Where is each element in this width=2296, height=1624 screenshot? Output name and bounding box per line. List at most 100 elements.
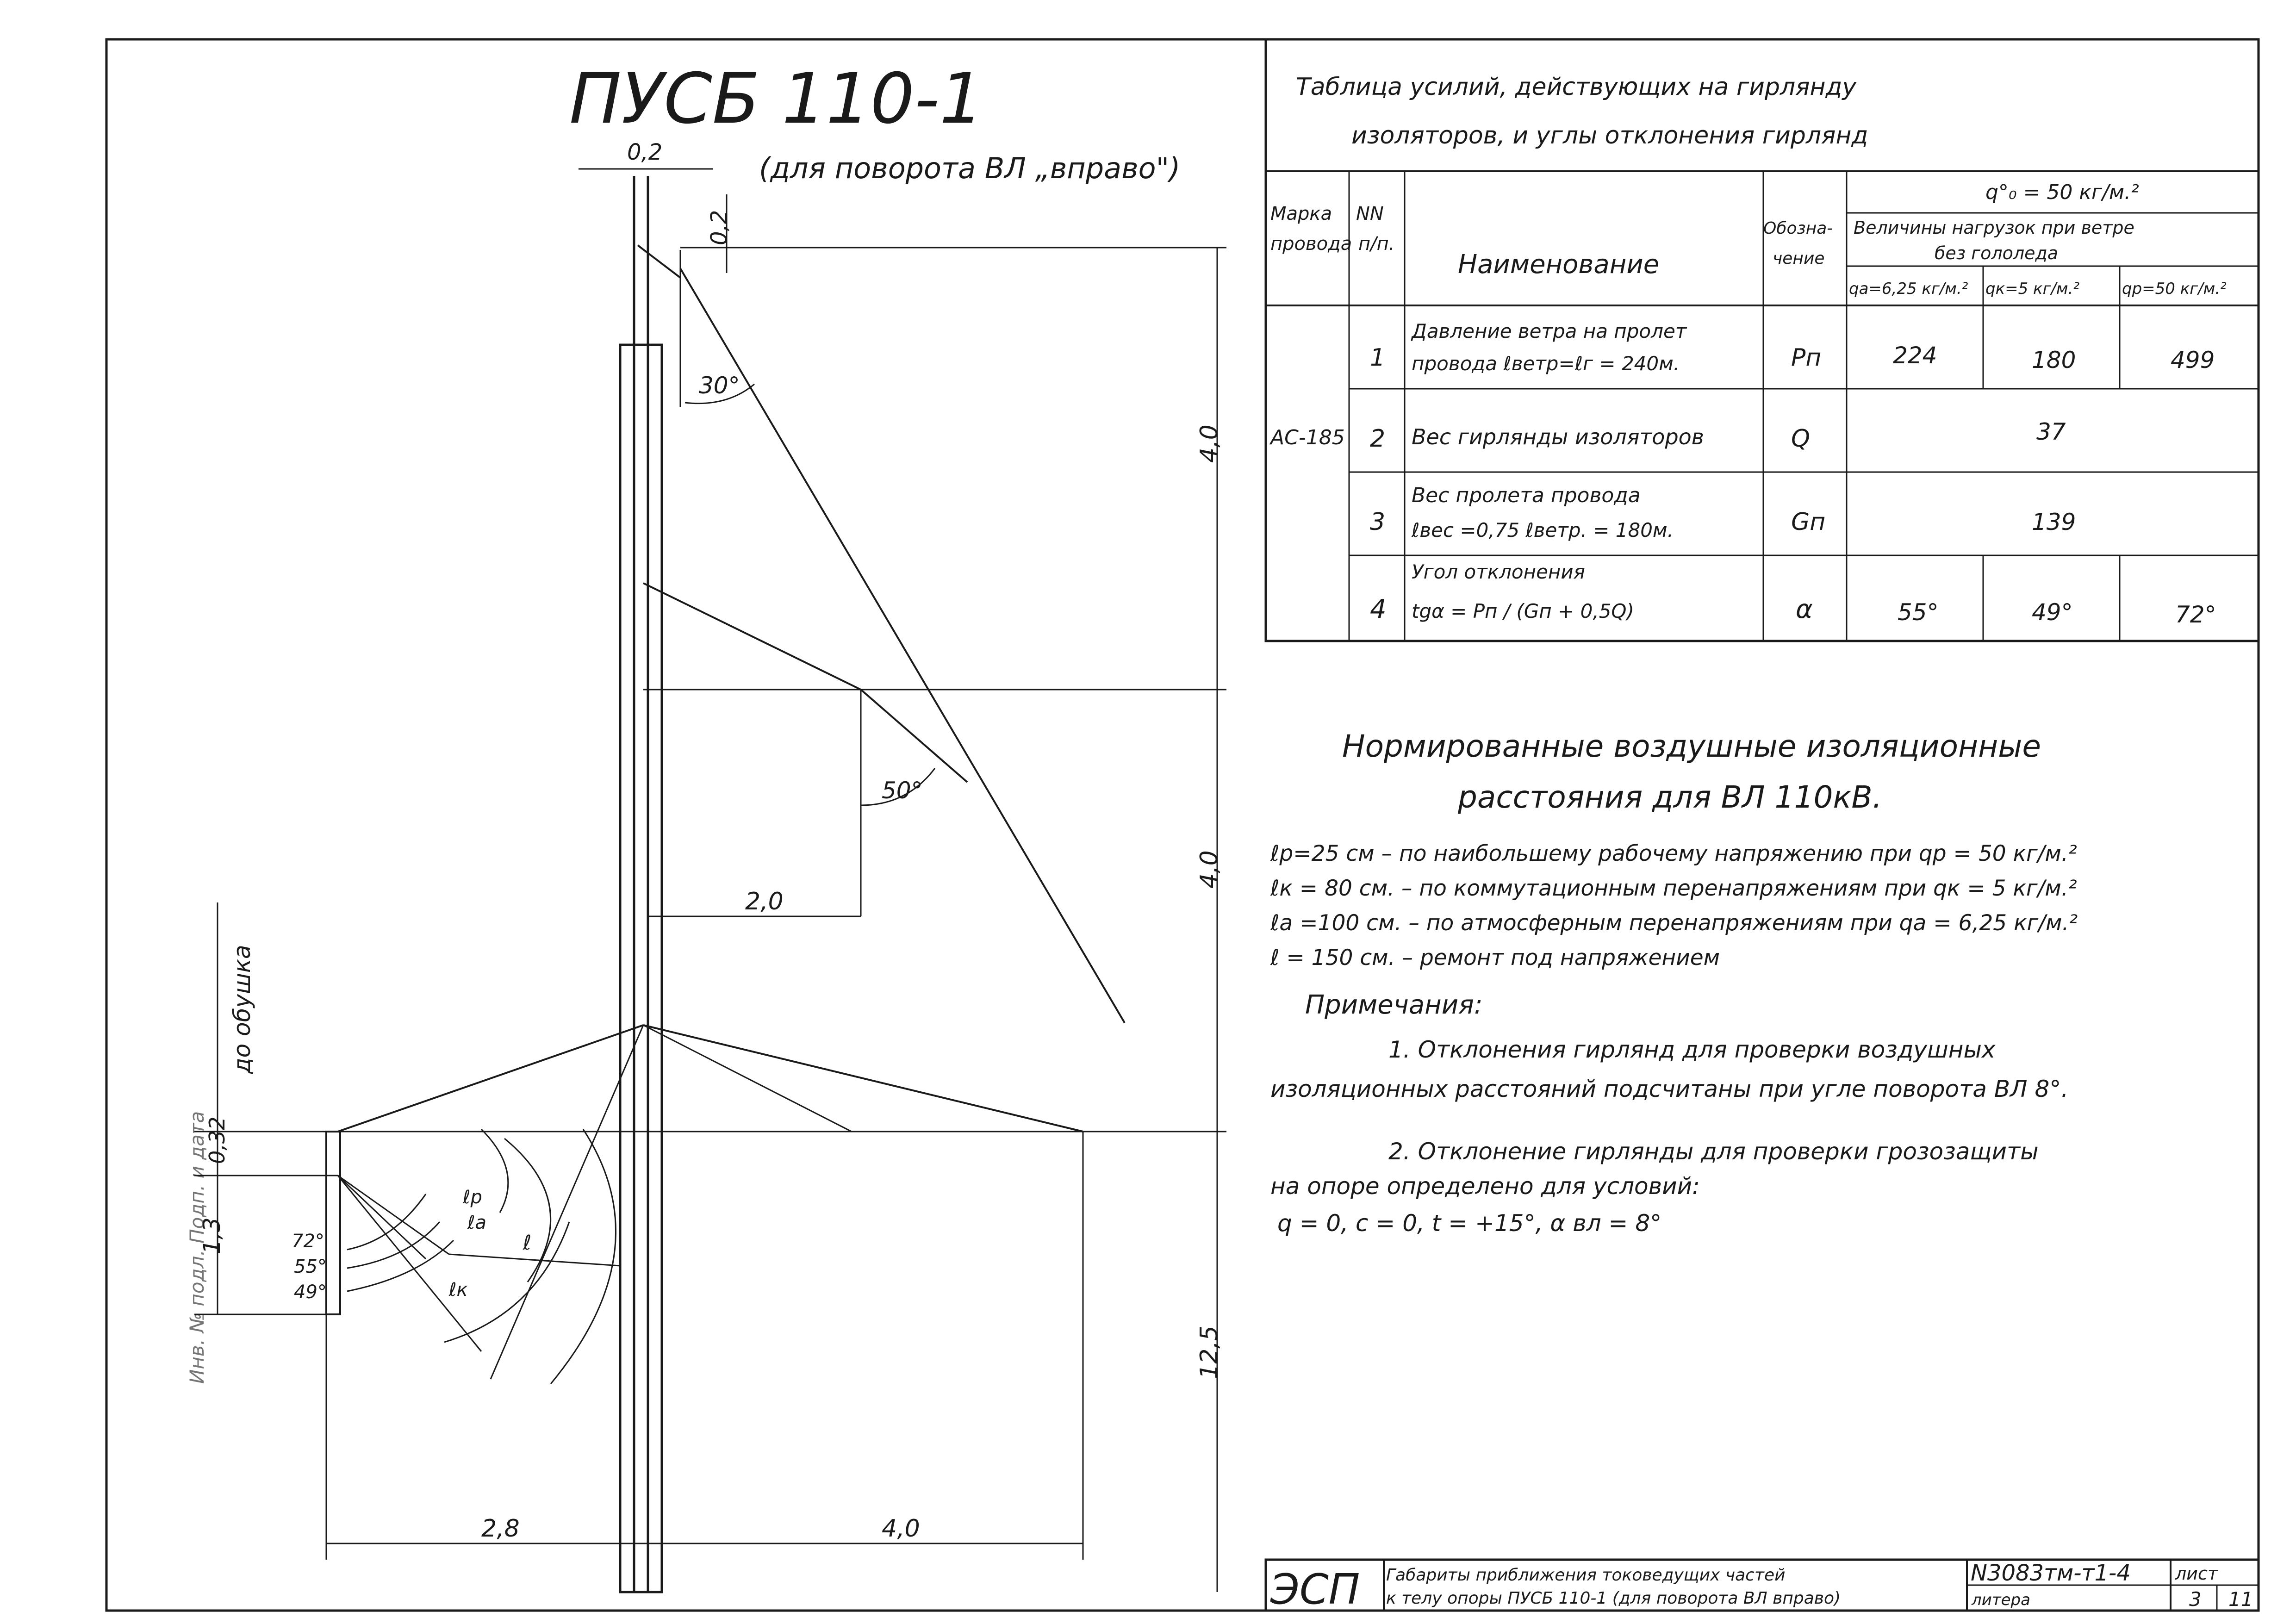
note1-line1: 1. Отклонения гирлянд для проверки возду… bbox=[1388, 1036, 1996, 1063]
arc-72 bbox=[347, 1194, 427, 1251]
note2-line3: q = 0, c = 0, t = +15°, α вл = 8° bbox=[1277, 1210, 1661, 1237]
row3-val: 139 bbox=[2032, 509, 2076, 535]
arc-49 bbox=[347, 1239, 454, 1292]
header-loads-2: без гололеда bbox=[1935, 243, 2058, 263]
drawing-subtitle: (для поворота ВЛ „вправо") bbox=[759, 151, 1180, 185]
mount-block bbox=[325, 1131, 341, 1315]
angle-50-label: 50° bbox=[882, 777, 923, 804]
header-designation-1: Обозна- bbox=[1763, 219, 1833, 238]
header-qa: qa=6,25 кг/м.² bbox=[1849, 280, 1968, 298]
row4-val-qp: 72° bbox=[2175, 601, 2216, 628]
angle-30-label: 30° bbox=[699, 372, 740, 399]
row1-name-1: Давление ветра на пролет bbox=[1411, 320, 1687, 342]
radius-p-label: ℓp bbox=[462, 1187, 482, 1208]
header-num-2: п/п. bbox=[1358, 233, 1395, 255]
protection-line-30 bbox=[679, 268, 1126, 1024]
radius-l-arc bbox=[550, 1129, 616, 1384]
string-72 bbox=[337, 1175, 449, 1255]
tb-org: ЭСП bbox=[1270, 1565, 1360, 1614]
lightning-line-lower bbox=[490, 1025, 644, 1380]
clearance-line-3: ℓа =100 см. – по атмосферным перенапряже… bbox=[1270, 910, 2078, 936]
pole-shaft bbox=[619, 343, 663, 1593]
row1-sym: Pп bbox=[1791, 344, 1821, 372]
clearance-line-2: ℓк = 80 см. – по коммутационным перенапр… bbox=[1270, 876, 2077, 901]
string-49 bbox=[337, 1175, 482, 1352]
row2-sym: Q bbox=[1791, 425, 1810, 453]
arc-50 bbox=[860, 768, 936, 806]
sheet-frame bbox=[105, 38, 2260, 1612]
dim-4-0-bottom: 4,0 bbox=[882, 1515, 920, 1543]
angle-49: 49° bbox=[294, 1282, 327, 1303]
title-block: ЭСП Габариты приближения токоведущих час… bbox=[1264, 1558, 2260, 1614]
row3-name-2: ℓвес =0,75 ℓветр. = 180м. bbox=[1411, 519, 1674, 541]
row4-num: 4 bbox=[1370, 594, 1387, 624]
table-title-1: Таблица усилий, действующих на гирлянду bbox=[1296, 73, 1857, 101]
row1-val-qk: 180 bbox=[2032, 347, 2076, 373]
lower-arm-brace bbox=[643, 1024, 852, 1132]
lower-arm-right bbox=[643, 1024, 1083, 1132]
tb-litera: литера bbox=[1971, 1591, 2030, 1609]
header-qk: qк=5 кг/м.² bbox=[1985, 280, 2079, 298]
dim-2-0-label: 2,0 bbox=[745, 888, 784, 915]
header-qp: qp=50 кг/м.² bbox=[2122, 280, 2227, 298]
notes-title: Примечания: bbox=[1305, 990, 1483, 1020]
arc-55 bbox=[347, 1221, 441, 1269]
header-name: Наименование bbox=[1458, 249, 1659, 280]
table-title-2: изоляторов, и углы отклонения гирлянд bbox=[1351, 122, 1868, 149]
note2-line1: 2. Отклонение гирлянды для проверки гроз… bbox=[1388, 1138, 2039, 1165]
row4-name-2: tgα = Pп / (Gп + 0,5Q) bbox=[1412, 600, 1634, 622]
lower-arm-left bbox=[337, 1024, 644, 1132]
angle-55: 55° bbox=[294, 1256, 327, 1277]
margin-note: Инв. № подл. Подп. и дата bbox=[186, 1111, 208, 1384]
tb-sheets: 11 bbox=[2228, 1588, 2253, 1611]
clearance-line-4: ℓ = 150 см. – ремонт под напряжением bbox=[1270, 945, 1720, 971]
upper-arm-line bbox=[643, 582, 861, 691]
header-designation-2: чение bbox=[1773, 249, 1825, 268]
radius-k-label: ℓк bbox=[448, 1279, 468, 1300]
tb-sheet-label: лист bbox=[2175, 1563, 2219, 1584]
drawing-title: ПУСБ 110-1 bbox=[569, 59, 983, 139]
wire-mark: АС-185 bbox=[1269, 426, 1345, 449]
dim-4-0-mid: 4,0 bbox=[1195, 850, 1223, 889]
dim-4-0-top: 4,0 bbox=[1195, 424, 1223, 463]
row1-val-qa: 224 bbox=[1893, 342, 1937, 369]
notes-heading-1: Нормированные воздушные изоляционные bbox=[1342, 728, 2041, 764]
ground-wire-mount bbox=[637, 244, 681, 279]
row1-name-2: провода ℓветр=ℓг = 240м. bbox=[1412, 352, 1680, 375]
dim-0-32: 0,32 bbox=[205, 1117, 230, 1164]
to-mount-label: до обушка bbox=[229, 945, 255, 1074]
header-num-1: NN bbox=[1356, 203, 1384, 224]
angle-72: 72° bbox=[292, 1231, 324, 1252]
pole-diagram: ПУСБ 110-1 (для поворота ВЛ „вправо") 0,… bbox=[186, 59, 1226, 1593]
upper-string-line bbox=[860, 689, 968, 783]
radius-l-label: ℓ bbox=[523, 1231, 531, 1255]
row1-num: 1 bbox=[1370, 344, 1385, 372]
table-frame bbox=[1264, 38, 2260, 642]
row4-val-qa: 55° bbox=[1898, 599, 1939, 626]
row4-val-qk: 49° bbox=[2032, 599, 2073, 626]
string-55 bbox=[337, 1175, 427, 1260]
row3-sym: Gп bbox=[1791, 508, 1825, 536]
radius-k-arc bbox=[444, 1221, 570, 1343]
row2-num: 2 bbox=[1370, 425, 1385, 453]
row2-val: 37 bbox=[2036, 418, 2066, 445]
radius-p-arc bbox=[480, 1128, 509, 1213]
arc-30 bbox=[684, 383, 755, 404]
row1-val-qp: 499 bbox=[2171, 347, 2215, 373]
radius-a-label: ℓa bbox=[467, 1212, 486, 1233]
top-offset-dim: 0,2 bbox=[706, 210, 732, 245]
header-loads-1: Величины нагрузок при ветре bbox=[1854, 218, 2134, 238]
forces-table: Таблица усилий, действующих на гирлянду … bbox=[1264, 38, 2260, 642]
note2-line2: на опоре определено для условий: bbox=[1270, 1173, 1700, 1200]
top-width-dim: 0,2 bbox=[627, 139, 662, 165]
tb-doc-number: N3083тм-т1-4 bbox=[1971, 1560, 2131, 1586]
dim-1-3: 1,3 bbox=[199, 1217, 225, 1254]
note1-line2: изоляционных расстояний подсчитаны при у… bbox=[1270, 1076, 2068, 1102]
row3-num: 3 bbox=[1370, 508, 1385, 536]
dim-2-8: 2,8 bbox=[481, 1515, 520, 1543]
row4-sym: α bbox=[1796, 594, 1813, 624]
clearance-line-1: ℓp=25 см – по наибольшему рабочему напря… bbox=[1270, 841, 2077, 866]
header-q0: q°₀ = 50 кг/м.² bbox=[1985, 180, 2139, 204]
tb-desc-1: Габариты приближения токоведущих частей bbox=[1386, 1566, 1786, 1585]
